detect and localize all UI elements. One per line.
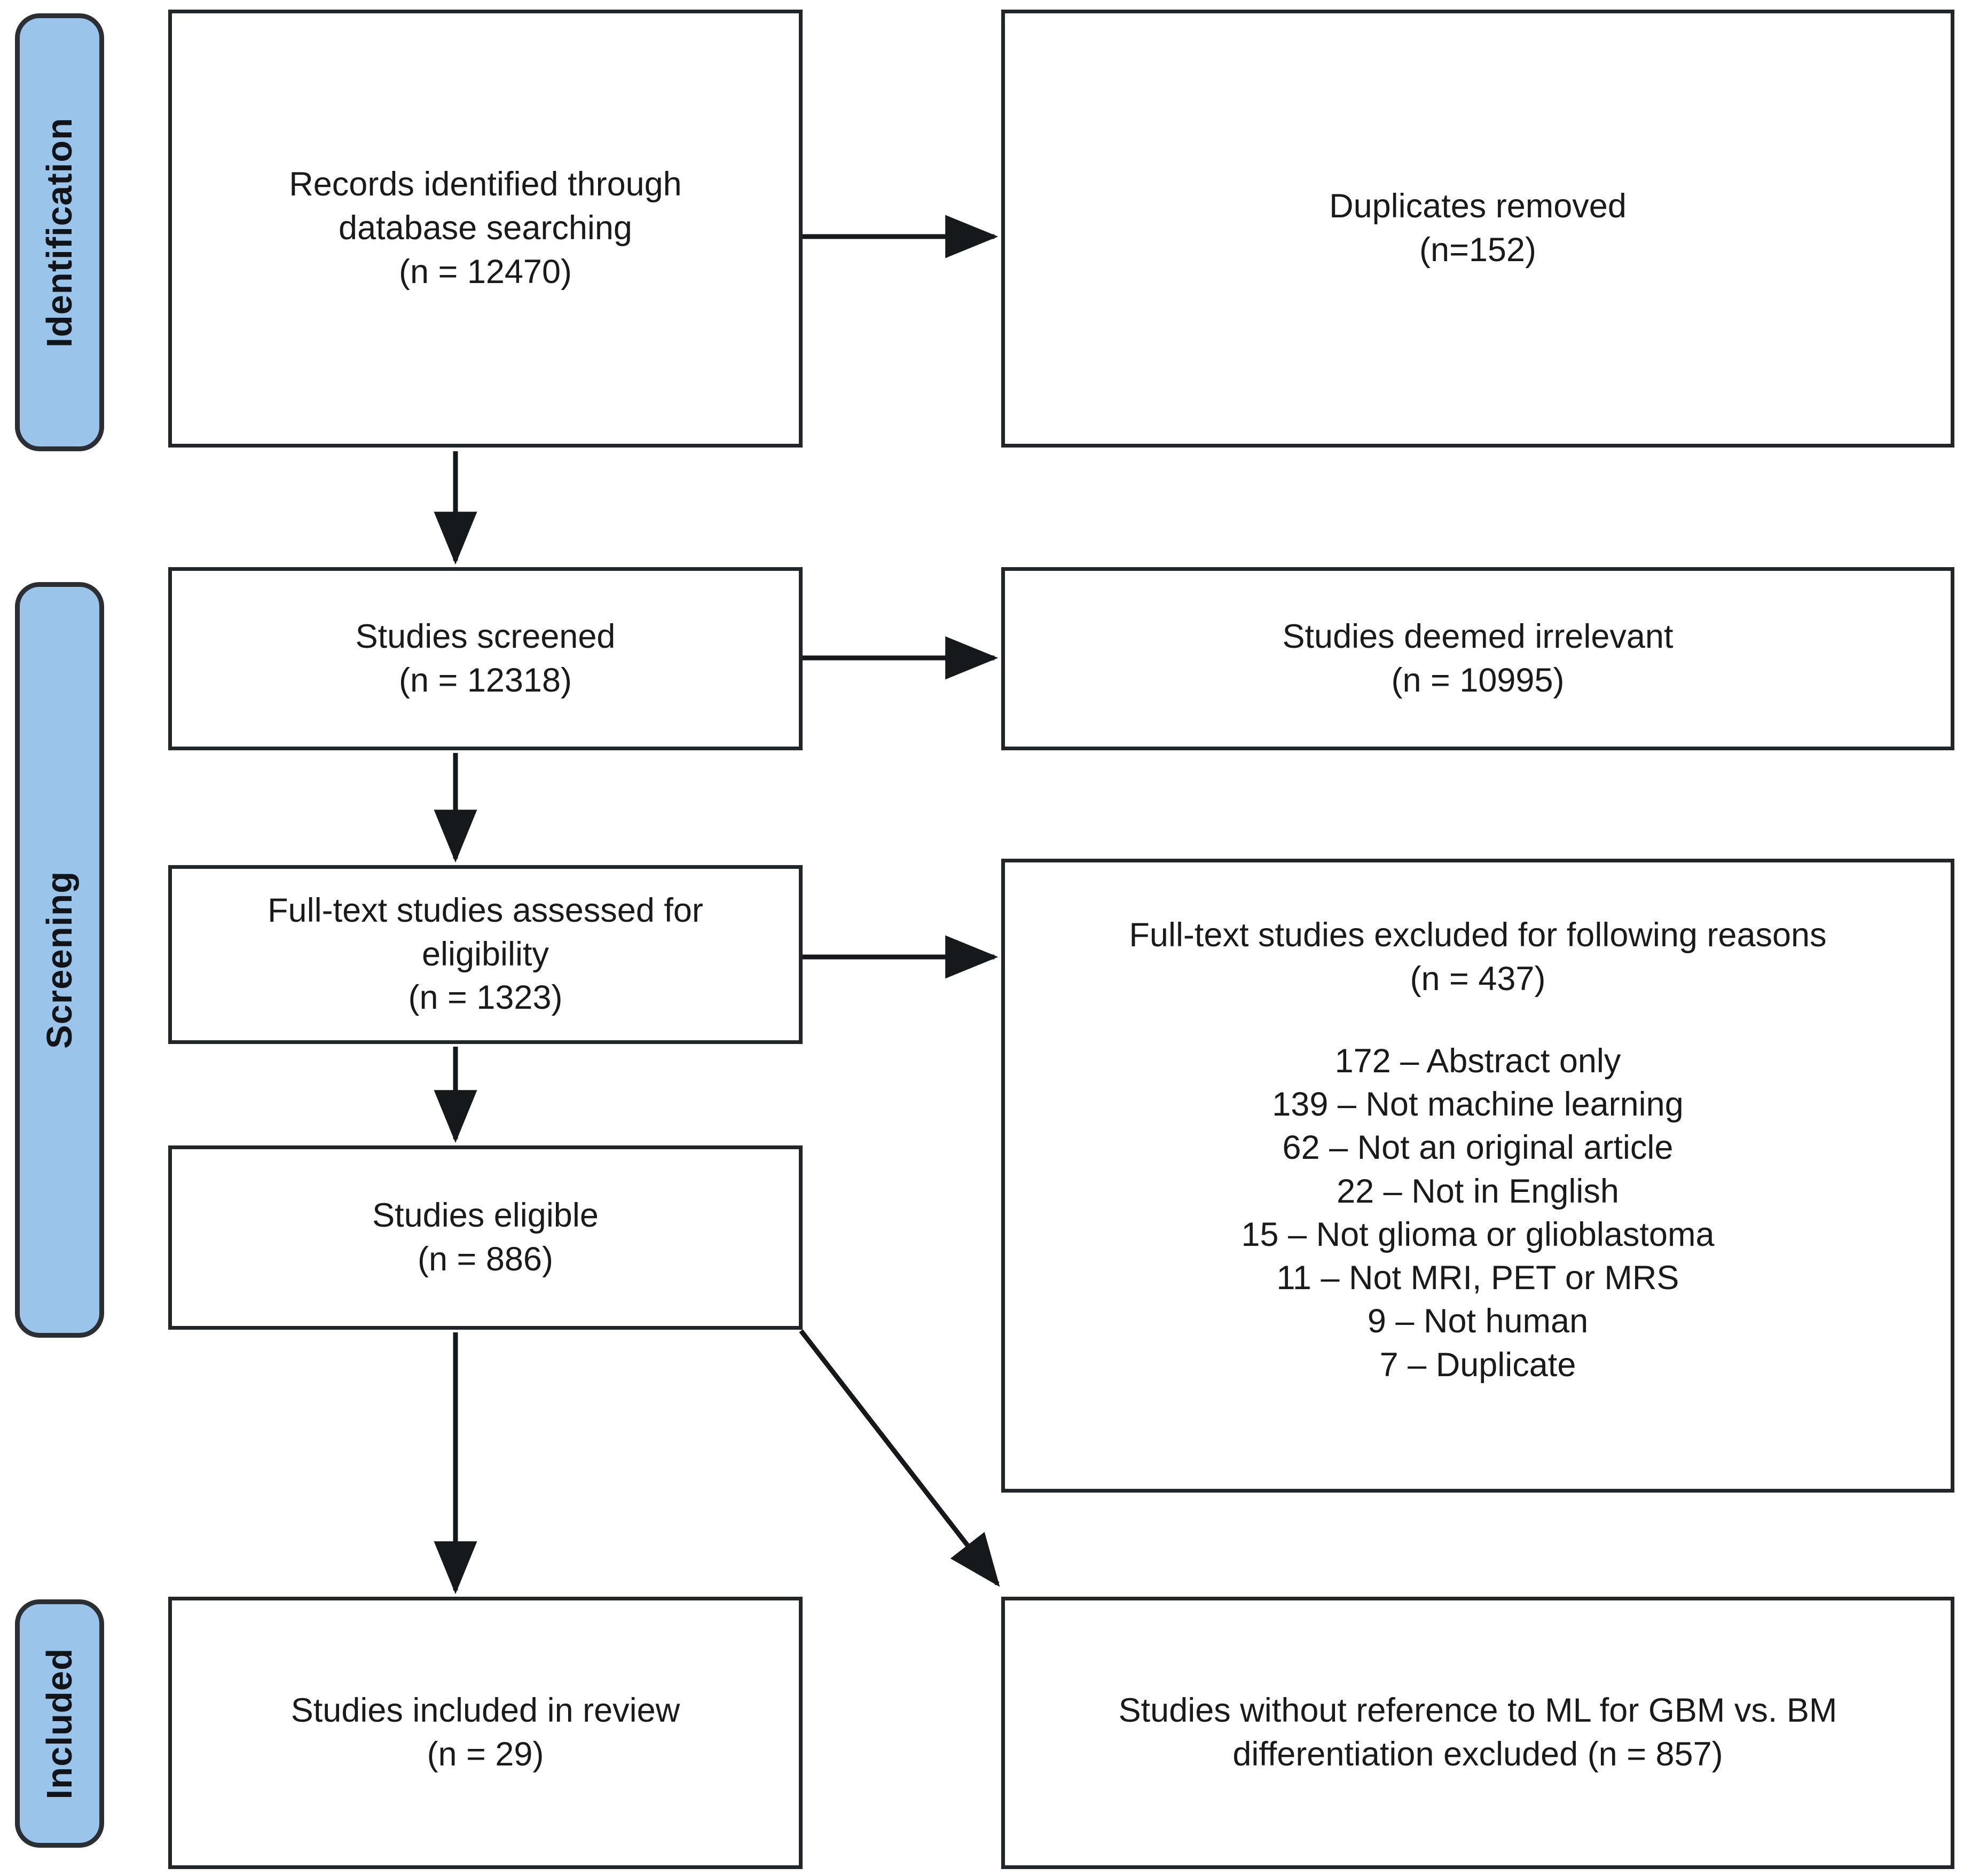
phase-label-included: Included bbox=[40, 1647, 80, 1800]
node-studies-eligible: Studies eligible (n = 886) bbox=[168, 1145, 803, 1330]
screened-line-1: Studies screened bbox=[355, 617, 616, 655]
fulltext-line-1: Full-text studies assessed for bbox=[268, 891, 703, 929]
exclusion-reason-item: 15 – Not glioma or glioblastoma bbox=[1241, 1215, 1715, 1253]
noref-line-1: Studies without reference to ML for GBM … bbox=[1118, 1692, 1837, 1730]
fulltext-count: (n = 1323) bbox=[408, 979, 563, 1017]
phase-tab-included: Included bbox=[15, 1599, 104, 1848]
exclusion-reason-item: 11 – Not MRI, PET or MRS bbox=[1276, 1259, 1679, 1297]
exclusion-reason-item: 139 – Not machine learning bbox=[1272, 1086, 1684, 1124]
exclusion-reason-list: 172 – Abstract only 139 – Not machine le… bbox=[1019, 1040, 1937, 1387]
duplicates-count: (n=152) bbox=[1419, 231, 1536, 269]
phase-label-screening: Screening bbox=[40, 871, 80, 1049]
irrelevant-line-1: Studies deemed irrelevant bbox=[1282, 617, 1674, 655]
records-line-2: database searching bbox=[339, 209, 632, 247]
exclusion-reason-item: 62 – Not an original article bbox=[1282, 1129, 1674, 1167]
excluded-count: (n = 437) bbox=[1410, 960, 1546, 998]
phase-label-identification: Identification bbox=[40, 117, 80, 348]
exclusion-reason-item: 172 – Abstract only bbox=[1334, 1042, 1621, 1080]
arrow-eligible-to-noref bbox=[799, 1329, 1000, 1587]
node-studies-irrelevant: Studies deemed irrelevant (n = 10995) bbox=[1001, 567, 1954, 750]
irrelevant-count: (n = 10995) bbox=[1391, 661, 1565, 699]
screened-count: (n = 12318) bbox=[399, 661, 572, 699]
duplicates-line-1: Duplicates removed bbox=[1329, 187, 1627, 225]
included-line-1: Studies included in review bbox=[290, 1692, 680, 1730]
records-count: (n = 12470) bbox=[399, 253, 572, 291]
excluded-line-1: Full-text studies excluded for following… bbox=[1129, 916, 1827, 954]
node-fulltext-assessed: Full-text studies assessed for eligibili… bbox=[168, 865, 803, 1044]
phase-tab-screening: Screening bbox=[15, 582, 104, 1338]
included-count: (n = 29) bbox=[427, 1736, 544, 1773]
exclusion-reason-item: 22 – Not in English bbox=[1337, 1172, 1619, 1210]
eligible-line-1: Studies eligible bbox=[372, 1196, 599, 1234]
node-studies-included: Studies included in review (n = 29) bbox=[168, 1597, 803, 1869]
node-studies-without-reference: Studies without reference to ML for GBM … bbox=[1001, 1597, 1954, 1869]
node-fulltext-excluded: Full-text studies excluded for following… bbox=[1001, 859, 1954, 1493]
excluded-heading: Full-text studies excluded for following… bbox=[1019, 914, 1937, 1001]
phase-tab-identification: Identification bbox=[15, 13, 104, 451]
exclusion-reason-item: 9 – Not human bbox=[1367, 1302, 1589, 1340]
eligible-count: (n = 886) bbox=[418, 1240, 553, 1278]
node-records-identified: Records identified through database sear… bbox=[168, 10, 803, 448]
exclusion-reason-item: 7 – Duplicate bbox=[1379, 1346, 1576, 1384]
noref-line-2: differentiation excluded (n = 857) bbox=[1232, 1736, 1723, 1773]
fulltext-line-2: eligibility bbox=[421, 935, 549, 973]
records-line-1: Records identified through bbox=[289, 166, 682, 203]
node-duplicates-removed: Duplicates removed (n=152) bbox=[1001, 10, 1954, 448]
node-studies-screened: Studies screened (n = 12318) bbox=[168, 567, 803, 750]
